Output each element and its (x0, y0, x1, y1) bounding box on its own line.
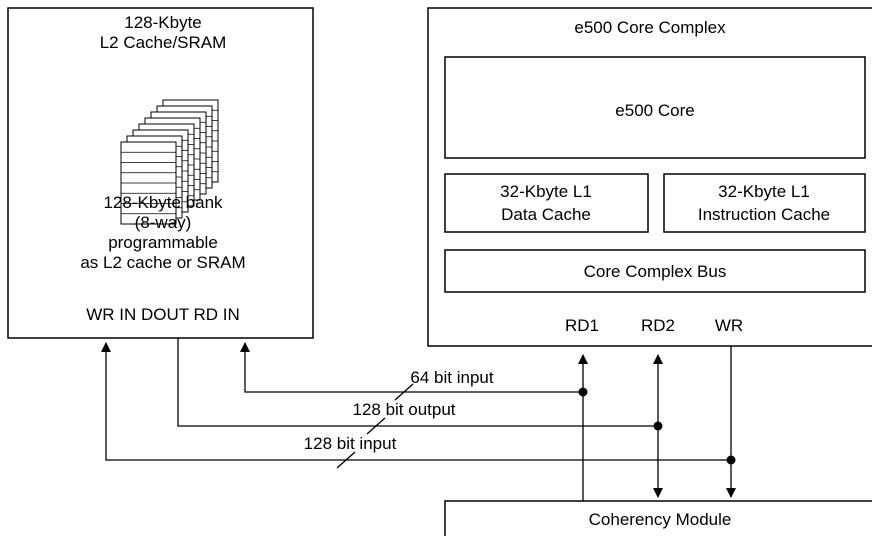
l1-instruction-cache-line1: 32-Kbyte L1 (718, 182, 810, 201)
rd2-junction-dot (653, 421, 663, 431)
l2-title-line1: 128-Kbyte (124, 13, 202, 32)
wr-junction-dot (726, 455, 736, 465)
output128-slash (366, 417, 386, 435)
l2-title-line2: L2 Cache/SRAM (100, 33, 227, 52)
core-complex-title: e500 Core Complex (574, 18, 726, 37)
output128-path (177, 338, 658, 427)
input128-slash (336, 451, 356, 469)
e500-core-box (444, 56, 866, 159)
input64-path (240, 342, 583, 393)
l2-desc-line4: as L2 cache or SRAM (80, 253, 245, 272)
input64-label: 64 bit input (410, 368, 493, 387)
core-complex-bus-box (444, 249, 866, 293)
output128-label: 128 bit output (352, 400, 455, 419)
l1-data-cache-line2: Data Cache (501, 205, 591, 224)
core-complex-bus-label: Core Complex Bus (584, 262, 727, 281)
l1-data-cache-box (444, 173, 649, 233)
port-rd2-label: RD2 (641, 316, 675, 335)
port-wr-label: WR (715, 316, 743, 335)
l2-cache-block: 128-Kbyte L2 Cache/SRAM (7, 7, 314, 339)
l2-desc-line2: (8-way) (135, 213, 192, 232)
input128-path (101, 342, 731, 461)
input64-slash (394, 383, 414, 401)
l2-desc-line3: programmable (108, 233, 218, 252)
l1-data-cache-line1: 32-Kbyte L1 (500, 182, 592, 201)
core-complex-block: e500 Core Complex e500 Core 32-Kbyte L1 … (427, 7, 872, 347)
cache-ways-icon (120, 99, 219, 225)
l2-desc-line1: 128-Kbyte bank (103, 193, 223, 212)
l1-instruction-cache-box (663, 173, 866, 233)
input128-label: 128 bit input (304, 434, 397, 453)
l1-instruction-cache-line2: Instruction Cache (698, 205, 830, 224)
coherency-module-box (444, 500, 872, 536)
l2-ports-label: WR IN DOUT RD IN (86, 305, 240, 324)
connections (101, 338, 736, 501)
coherency-module-block: Coherency Module (444, 500, 872, 536)
coherency-module-label: Coherency Module (589, 510, 732, 529)
e500-core-label: e500 Core (615, 101, 694, 120)
rd1-junction-dot (578, 387, 588, 397)
port-rd1-label: RD1 (565, 316, 599, 335)
